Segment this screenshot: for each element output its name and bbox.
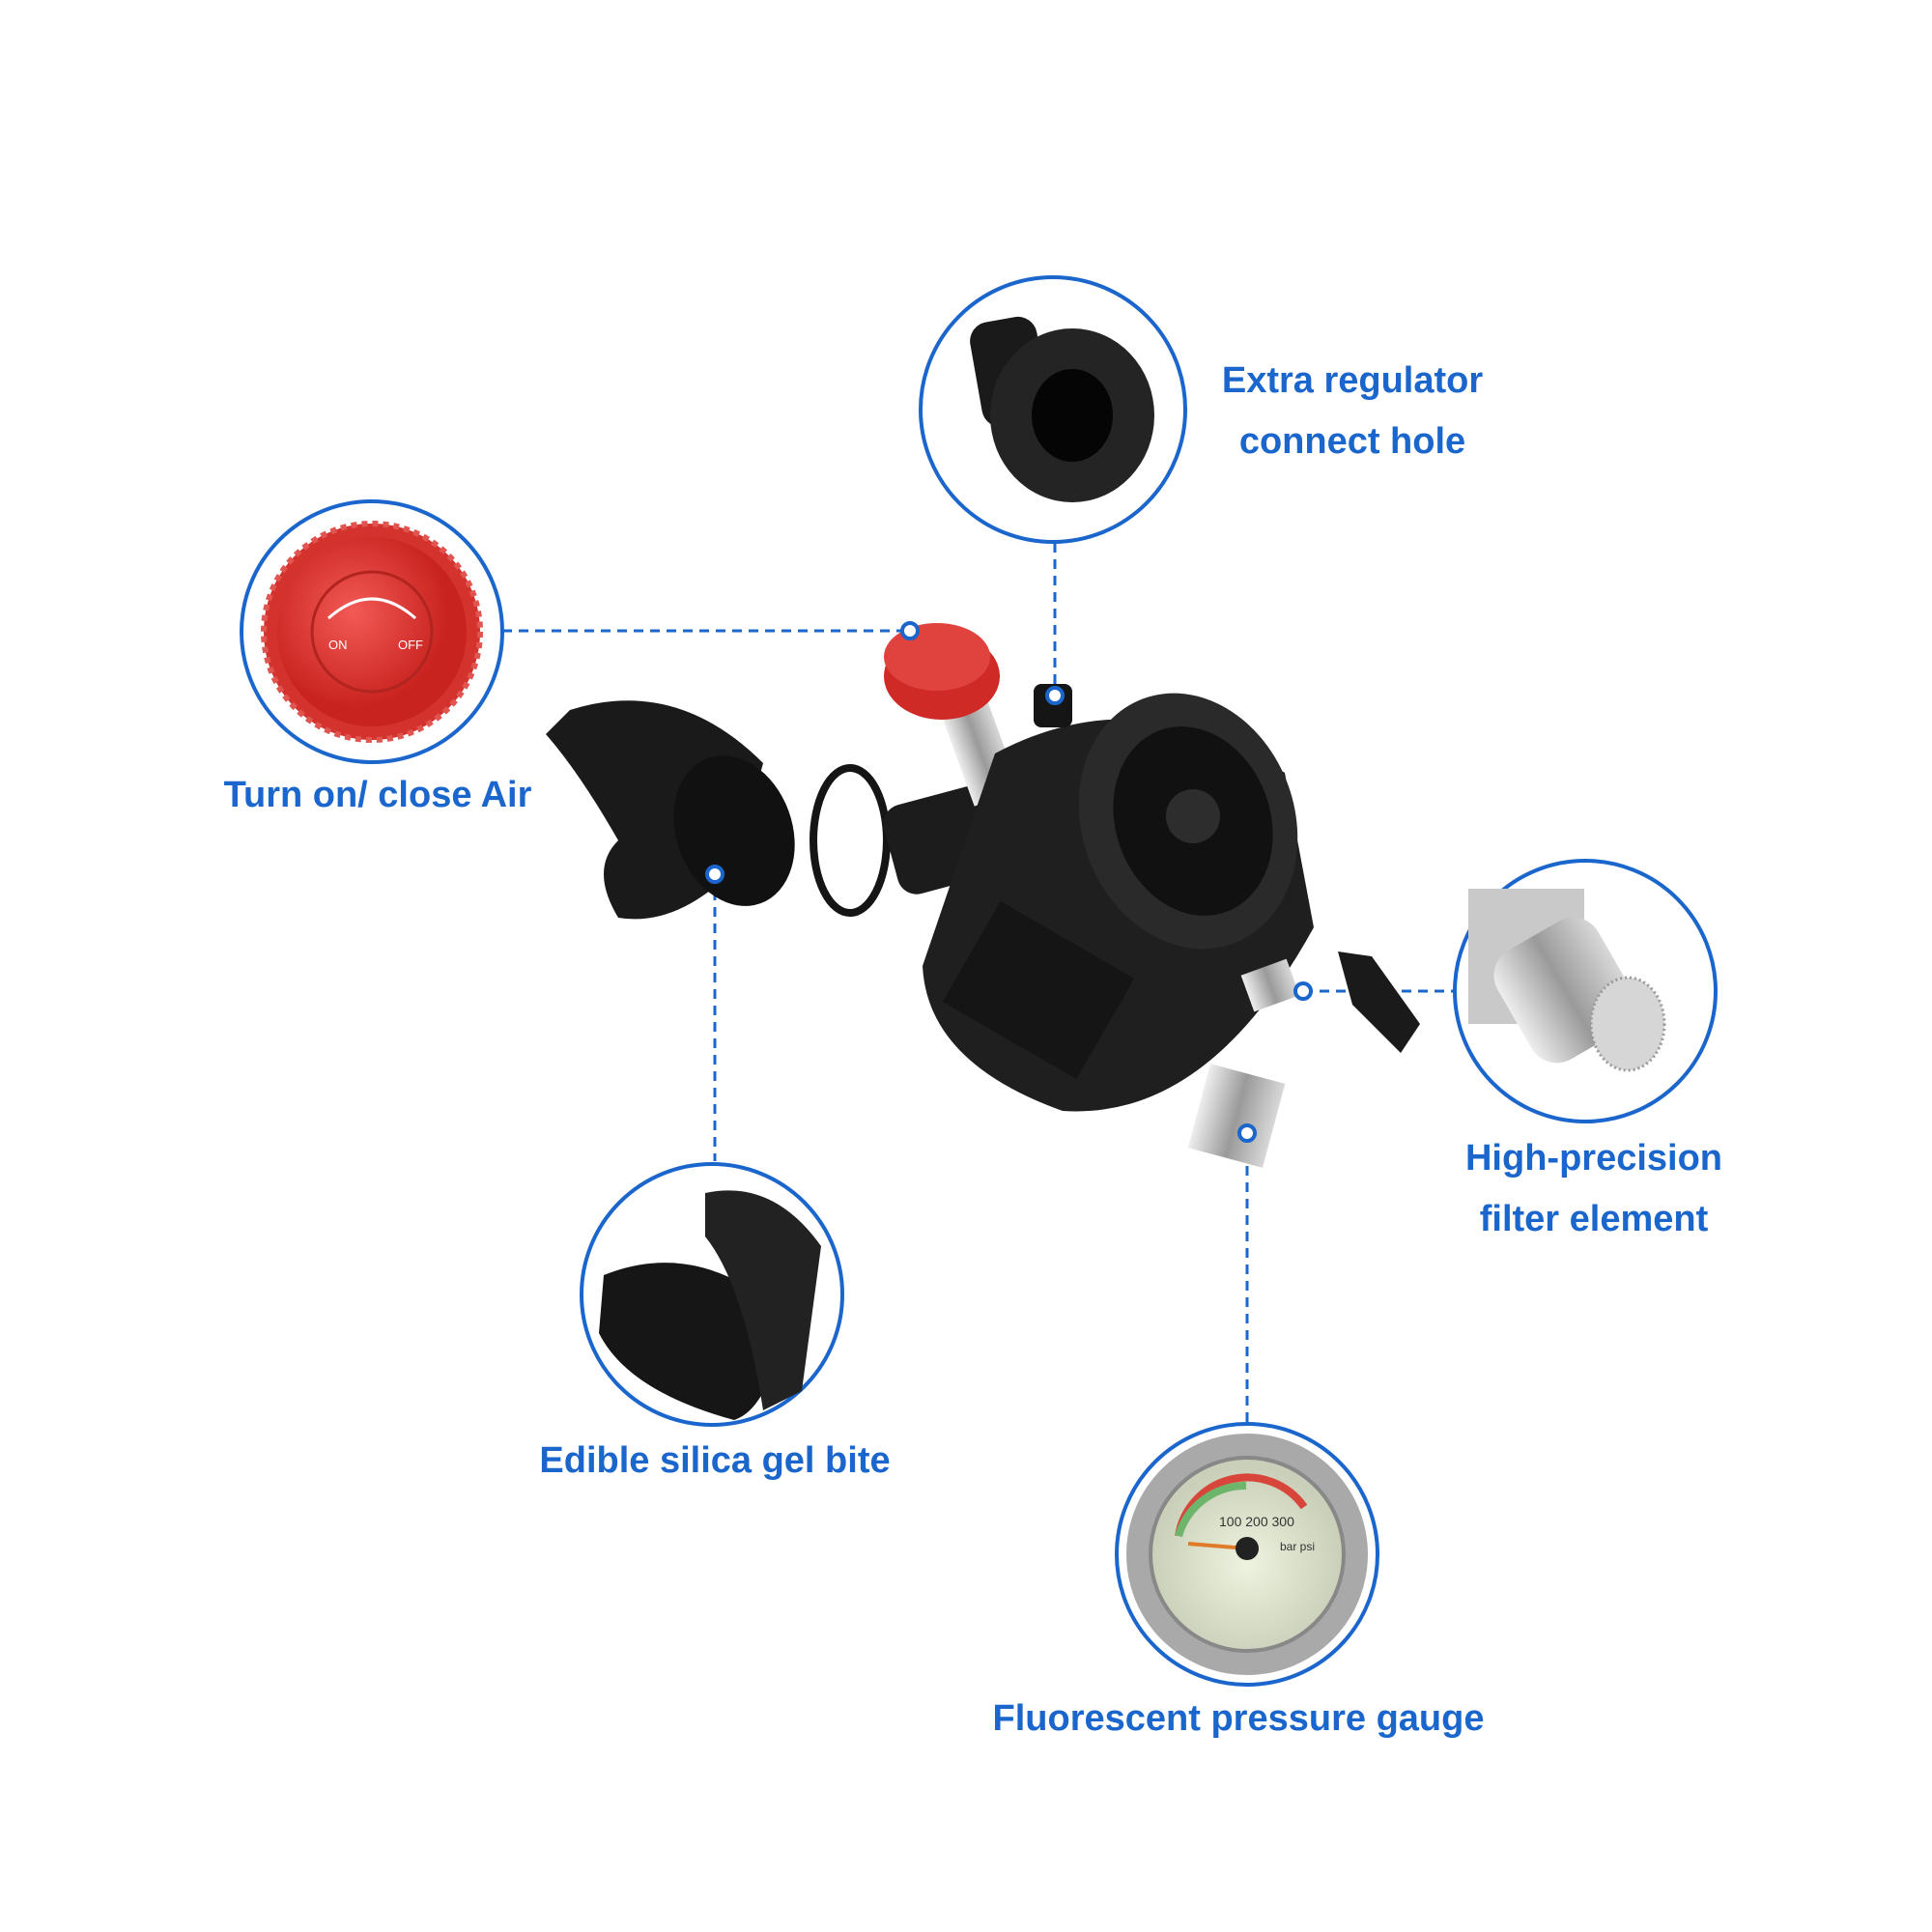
- label-filter: High-precision filter element: [1465, 1128, 1722, 1250]
- label-regulator-hole: Extra regulator connect hole: [1222, 351, 1483, 472]
- gauge-unit: bar psi: [1280, 1540, 1315, 1553]
- pressure-gauge-icon: 100 200 300 bar psi: [1115, 1422, 1379, 1687]
- label-line: High-precision: [1464, 1138, 1723, 1179]
- knob-on-label: ON: [328, 638, 348, 652]
- label-line: filter element: [1479, 1199, 1709, 1239]
- label-air-valve: Turn on/ close Air: [223, 775, 532, 815]
- filter-element-icon: [1453, 859, 1718, 1123]
- label-line: Extra regulator: [1221, 360, 1484, 401]
- dot-valve: [900, 621, 920, 640]
- red-valve-knob-icon: ON OFF: [240, 499, 504, 764]
- label-gauge: Fluorescent pressure gauge: [992, 1698, 1485, 1739]
- main-product-body: [546, 623, 1420, 1168]
- knob-off-label: OFF: [398, 638, 423, 652]
- dot-regulator: [1045, 686, 1065, 705]
- gauge-scale: 100 200 300: [1219, 1514, 1294, 1529]
- dot-gauge: [1237, 1123, 1257, 1143]
- dot-bite: [705, 865, 724, 884]
- mouthpiece-icon: [580, 1162, 844, 1427]
- label-bite: Edible silica gel bite: [539, 1440, 891, 1481]
- regulator-port-icon: [919, 275, 1187, 544]
- dot-filter: [1293, 981, 1313, 1001]
- label-line: connect hole: [1238, 421, 1466, 462]
